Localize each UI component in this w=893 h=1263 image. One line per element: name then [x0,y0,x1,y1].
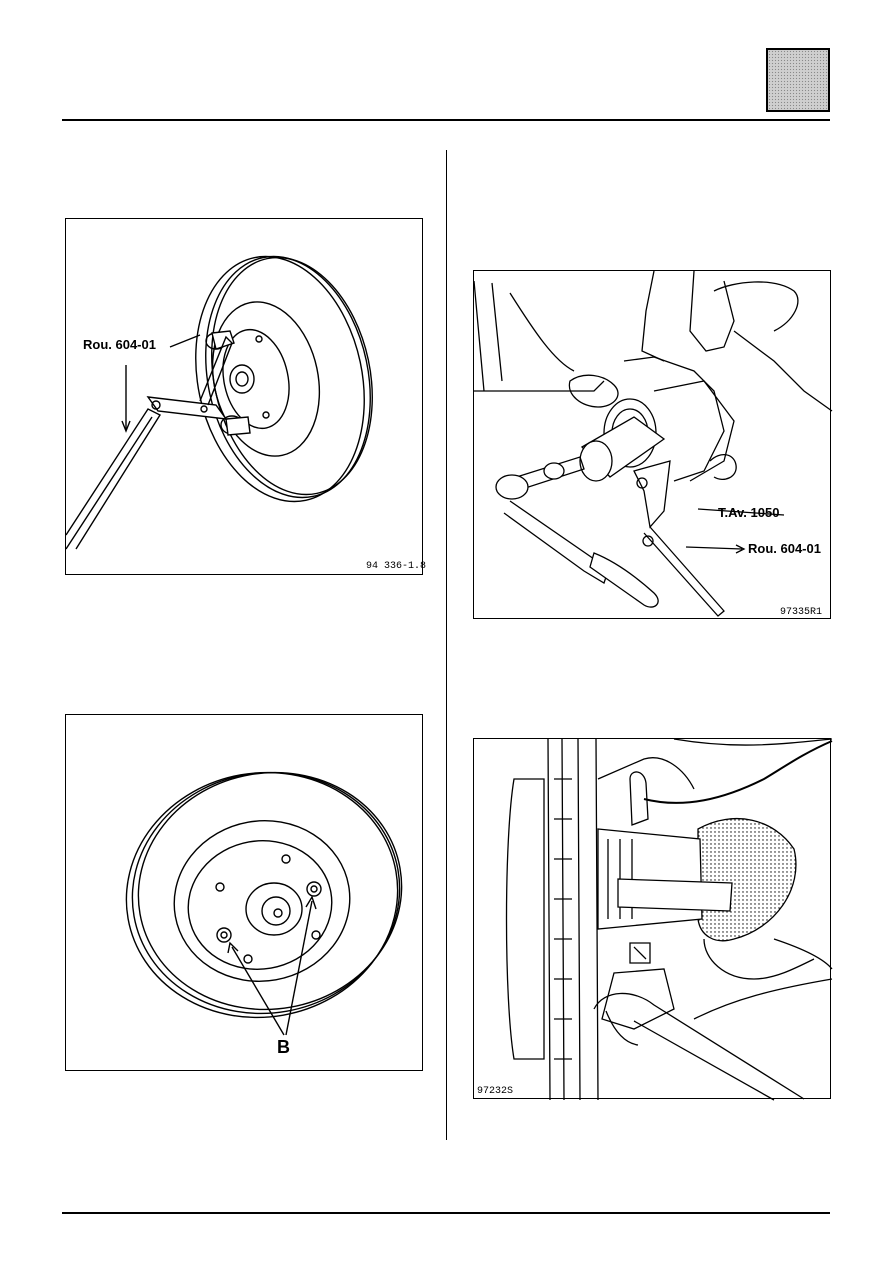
figure-disc-bolts: B [65,714,423,1071]
figure-hub-extractor: T.Av. 1050 Rou. 604-01 97335R1 [473,270,833,619]
figure-wheel-hub-tool: Rou. 604-01 94 336-1.8 [65,218,427,575]
figure-reference: 94 336-1.8 [366,561,427,572]
footer-rule [62,1212,830,1214]
figure-knuckle: 97232S [473,738,833,1101]
illustration-disc-bolts [125,771,403,1036]
header-rule [62,119,830,121]
figure-reference: 97232S [477,1086,514,1097]
illustration-knuckle-wrench [505,738,833,1101]
tool-label: Rou. 604-01 [748,541,821,556]
tool-label: Rou. 604-01 [83,337,156,352]
illustration-disc-with-tool [65,255,373,550]
column-divider [446,150,447,1140]
figure-reference: 97335R1 [780,607,823,618]
extractor-label: T.Av. 1050 [718,505,780,520]
marker-label: B [277,1037,290,1057]
section-tab-marker [766,48,830,112]
illustration-extractor-on-hub [473,270,833,617]
